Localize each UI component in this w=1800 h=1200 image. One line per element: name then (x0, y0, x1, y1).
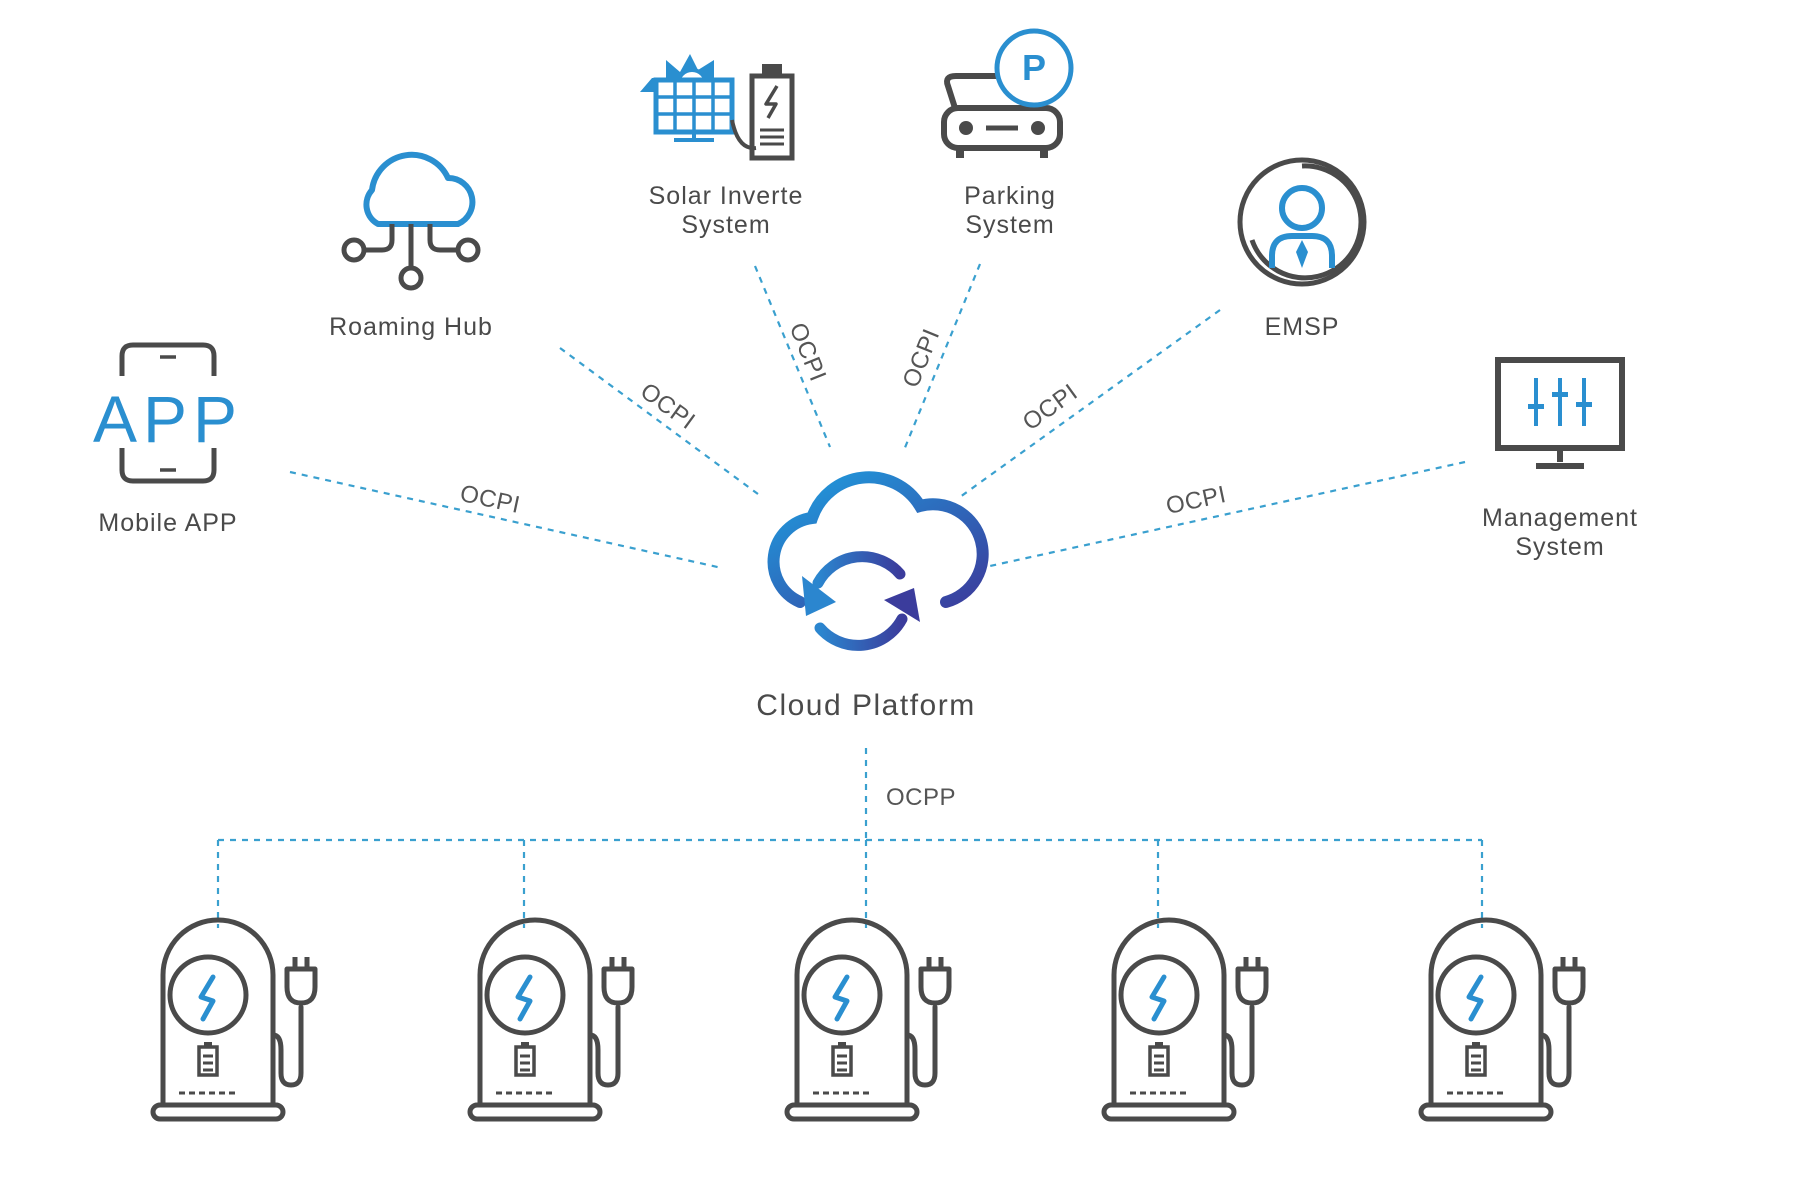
parking-badge-letter: P (1022, 47, 1046, 88)
edge-label-parking: OCPI (898, 325, 946, 391)
link-management (989, 460, 1466, 568)
node-management: Management System (1482, 357, 1638, 561)
link-mobile-app (289, 470, 723, 570)
parking-label-line2: System (965, 211, 1054, 239)
car-parking-icon: P (941, 28, 1074, 158)
charger-1 (153, 920, 315, 1119)
link-roaming-hub (559, 347, 763, 498)
node-parking: P Parking System (941, 28, 1074, 239)
node-emsp: EMSP (1237, 157, 1367, 341)
ev-charger-icon (470, 920, 632, 1119)
ev-charger-icon (1104, 920, 1266, 1119)
edge-label-emsp: OCPI (1018, 379, 1083, 437)
roaming-hub-label: Roaming Hub (329, 313, 493, 341)
link-emsp (959, 309, 1221, 498)
monitor-sliders-icon (1495, 357, 1625, 469)
user-circle-icon (1237, 157, 1367, 287)
charger-3 (787, 920, 949, 1119)
solar-label-line2: System (681, 211, 770, 239)
node-solar: Solar Inverte System (640, 54, 804, 239)
ev-charger-icon (787, 920, 949, 1119)
cloud-sync-icon (767, 471, 989, 651)
cloud-platform-label: Cloud Platform (756, 689, 975, 722)
ev-charger-icon (153, 920, 315, 1119)
parking-label-line1: Parking (964, 182, 1056, 210)
mobile-app-icon: APP (93, 342, 243, 484)
cloud-platform: Cloud Platform (756, 471, 989, 722)
mobile-app-label: Mobile APP (98, 509, 237, 537)
edge-label-solar: OCPI (784, 319, 832, 385)
solar-battery-icon (640, 54, 795, 161)
cloud-network-icon (341, 151, 481, 291)
charger-5 (1421, 920, 1583, 1119)
node-roaming-hub: Roaming Hub (329, 151, 493, 341)
emsp-label: EMSP (1265, 313, 1340, 341)
management-label-line2: System (1515, 533, 1604, 561)
node-mobile-app: APP Mobile APP (93, 342, 243, 537)
link-parking (902, 263, 982, 451)
charger-2 (470, 920, 632, 1119)
management-label-line1: Management (1482, 504, 1638, 532)
link-solar (753, 265, 832, 448)
app-letters: APP (93, 382, 243, 456)
charger-4 (1104, 920, 1266, 1119)
solar-label-line1: Solar Inverte (649, 182, 804, 210)
ocpp-label: OCPP (886, 784, 956, 811)
edge-label-mobile-app: OCPI (458, 480, 523, 519)
edge-label-management: OCPI (1164, 481, 1229, 520)
ev-charger-icon (1421, 920, 1583, 1119)
